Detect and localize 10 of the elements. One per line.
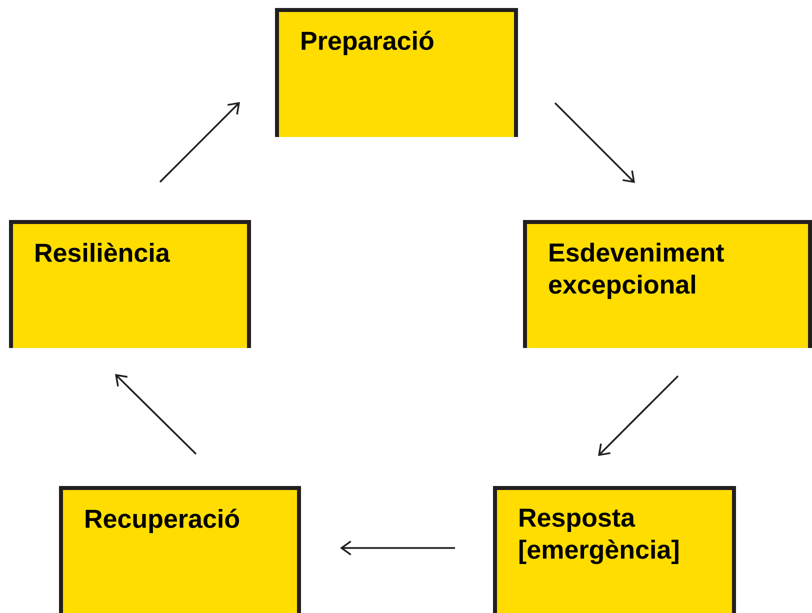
arrow (159, 102, 240, 183)
process-box: Resiliència (9, 220, 251, 348)
arrow (598, 375, 679, 456)
process-box: Preparació (275, 8, 518, 137)
arrow (115, 374, 197, 455)
arrow (340, 540, 455, 556)
process-box: Recuperació (59, 486, 301, 613)
process-box: Esdeveniment excepcional (523, 220, 812, 348)
arrow (554, 102, 635, 183)
process-box: Resposta [emergència] (493, 486, 736, 613)
